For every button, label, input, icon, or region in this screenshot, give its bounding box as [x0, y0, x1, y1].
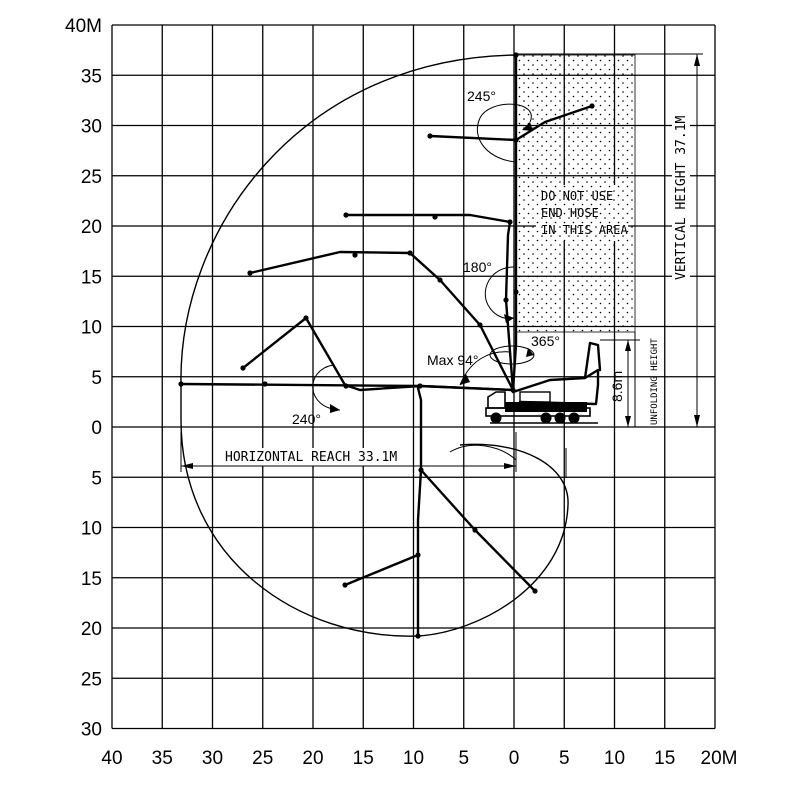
- vertical-height-label: VERTICAL HEIGHT 37.1M: [674, 115, 689, 280]
- angle-245-label: 245°: [467, 88, 496, 104]
- boom-position-mid: [248, 250, 515, 392]
- boom-joint: [513, 289, 519, 295]
- x-tick-label: 40: [101, 748, 122, 769]
- x-tick-label: 15: [654, 748, 675, 769]
- x-tick-label: 20: [302, 748, 323, 769]
- x-tick-label: 10: [604, 748, 625, 769]
- boom-joint: [427, 133, 433, 139]
- angle-180-label: 180°: [463, 259, 492, 275]
- x-tick-label: 10: [403, 748, 424, 769]
- max-angle-label: Max 94°: [427, 352, 479, 368]
- boom-joint: [507, 219, 513, 225]
- x-tick-label: 5: [559, 748, 570, 769]
- boom-joint: [303, 315, 309, 321]
- boom-joint: [432, 214, 438, 220]
- x-tick-label: 0: [509, 748, 520, 769]
- angle-240-label: 240°: [292, 411, 321, 427]
- y-tick-label: 20: [81, 619, 102, 640]
- boom-joint: [352, 252, 358, 258]
- angle-365-label: 365°: [531, 333, 560, 349]
- x-tick-label: 5: [458, 748, 469, 769]
- no-use-text-line-1: DO NOT USE: [541, 189, 613, 203]
- boom-joint: [437, 277, 443, 283]
- boom-joint: [343, 383, 349, 389]
- y-tick-label: 5: [91, 368, 102, 389]
- arc-lower: [449, 444, 517, 461]
- boom-joint: [262, 381, 268, 387]
- reach-envelope: [180, 54, 569, 637]
- boom-joint: [343, 212, 349, 218]
- boom-joint: [342, 582, 348, 588]
- boom-position-down-right: [419, 468, 537, 593]
- boom-joint: [240, 365, 246, 371]
- boom-joint: [417, 383, 423, 389]
- boom-joint: [513, 52, 519, 58]
- y-tick-label: 10: [81, 318, 102, 339]
- boom-joint: [589, 103, 595, 109]
- boom-position-high: [344, 213, 515, 392]
- y-tick-label: 25: [81, 669, 102, 690]
- boom-joints: [178, 52, 595, 639]
- y-tick-label: 20: [81, 217, 102, 238]
- y-tick-label: 40M: [65, 16, 102, 37]
- angle-arcs: [312, 103, 535, 461]
- horizontal-reach-dimension: [180, 432, 567, 478]
- boom-joint: [477, 322, 483, 328]
- x-tick-label: 25: [252, 748, 273, 769]
- no-use-text-line-2: END HOSE: [541, 206, 599, 220]
- x-tick-label: 35: [152, 748, 173, 769]
- x-tick-label: 20M: [701, 748, 738, 769]
- y-tick-label: 10: [81, 519, 102, 540]
- y-tick-label: 15: [81, 569, 102, 590]
- boom-joint: [247, 270, 253, 276]
- boom-position-down: [416, 386, 423, 638]
- x-tick-label: 30: [202, 748, 223, 769]
- truck: [485, 341, 602, 424]
- boom-position-top-fold: [428, 104, 594, 142]
- x-tick-label: 15: [353, 748, 374, 769]
- y-tick-label: 30: [81, 117, 102, 138]
- boom-position-vertical: [511, 53, 518, 392]
- no-use-text-line-3: IN THIS AREA: [541, 223, 628, 237]
- y-tick-label: 25: [81, 167, 102, 188]
- boom-position-down-fold: [343, 553, 420, 587]
- y-tick-label: 35: [81, 66, 102, 87]
- y-tick-label: 5: [91, 468, 102, 489]
- boom-joint: [415, 633, 421, 639]
- boom-joint: [415, 552, 421, 558]
- unfolding-height-dimension: [600, 339, 640, 427]
- horizontal-reach-label: HORIZONTAL REACH 33.1M: [225, 450, 397, 465]
- boom-joint: [472, 527, 478, 533]
- y-tick-label: 0: [91, 418, 102, 439]
- vertical-height-dimension: [518, 53, 703, 427]
- folded-boom: [511, 341, 602, 406]
- y-tick-label: 15: [81, 267, 102, 288]
- x-axis-labels: 40 35 30 25 20 15 10 5 0 5 10 15 20M: [101, 748, 737, 769]
- boom-joint: [503, 297, 509, 303]
- no-use-zone: [515, 54, 636, 333]
- boom-joint: [513, 137, 519, 143]
- boom-joint: [532, 588, 538, 594]
- boom-joint: [407, 250, 413, 256]
- y-tick-label: 30: [81, 720, 102, 741]
- y-axis-labels: 40M 35 30 25 20 15 10 5 0 5 10 15 20 25 30: [65, 16, 102, 741]
- arc-max-94: [459, 351, 511, 386]
- arc-245: [477, 103, 532, 163]
- boom-joint: [178, 381, 184, 387]
- unfolding-height-label: UNFOLDING HEIGHT: [650, 338, 660, 425]
- boom-joint: [418, 467, 424, 473]
- unfolding-value-label: 8.6m: [609, 371, 625, 402]
